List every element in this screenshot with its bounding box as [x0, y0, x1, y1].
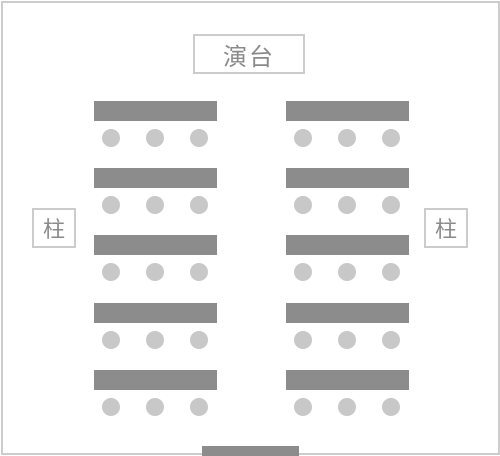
seat: [382, 398, 400, 416]
table: [286, 370, 409, 390]
table: [94, 101, 217, 121]
stage-label: 演台: [223, 42, 275, 71]
seat: [190, 331, 208, 349]
seat: [382, 129, 400, 147]
table: [286, 235, 409, 255]
seat: [382, 263, 400, 281]
seat: [146, 331, 164, 349]
seat: [294, 331, 312, 349]
seat: [382, 196, 400, 214]
seat: [146, 398, 164, 416]
table: [286, 303, 409, 323]
seat: [146, 129, 164, 147]
table: [94, 303, 217, 323]
seat: [294, 196, 312, 214]
table: [286, 168, 409, 188]
seat: [102, 129, 120, 147]
seat: [190, 263, 208, 281]
pillar-left-label: 柱: [42, 218, 65, 243]
pillar-right: 柱: [424, 208, 468, 248]
seat: [338, 263, 356, 281]
pillar-right-label: 柱: [434, 218, 457, 243]
seat: [190, 196, 208, 214]
seat: [102, 196, 120, 214]
table: [286, 101, 409, 121]
table: [94, 235, 217, 255]
seat: [190, 129, 208, 147]
table: [94, 370, 217, 390]
seat: [338, 398, 356, 416]
seat: [146, 196, 164, 214]
entrance-door: [202, 446, 299, 456]
seat: [338, 331, 356, 349]
table: [94, 168, 217, 188]
seat: [338, 196, 356, 214]
seat: [190, 398, 208, 416]
seat: [382, 331, 400, 349]
seat: [294, 398, 312, 416]
seat: [102, 263, 120, 281]
seat: [294, 129, 312, 147]
seat: [146, 263, 164, 281]
pillar-left: 柱: [32, 208, 76, 248]
seat: [294, 263, 312, 281]
stage-podium: 演台: [193, 34, 305, 74]
seat: [102, 331, 120, 349]
seat: [102, 398, 120, 416]
seat: [338, 129, 356, 147]
